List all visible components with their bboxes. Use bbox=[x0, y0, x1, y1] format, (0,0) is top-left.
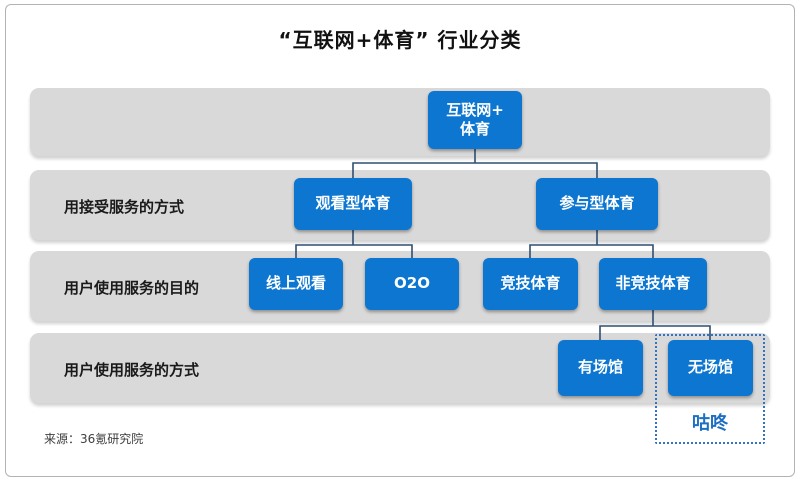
row-label-purpose: 用户使用服务的目的 bbox=[64, 279, 200, 297]
node-o2o: O2O bbox=[365, 258, 459, 310]
source-note: 来源：36氪研究院 bbox=[44, 432, 144, 446]
band-usage-mode-level bbox=[30, 333, 770, 403]
node-internet-plus-sports-line1: 互联网+ bbox=[446, 100, 504, 119]
node-with-venue: 有场馆 bbox=[558, 340, 643, 396]
codoon-callout-box bbox=[655, 334, 765, 444]
node-internet-plus-sports: 互联网+ 体育 bbox=[428, 91, 522, 149]
node-internet-plus-sports-line2: 体育 bbox=[459, 120, 490, 138]
chart-title: “互联网+体育” 行业分类 bbox=[278, 28, 522, 52]
node-noncompetitive-sports: 非竞技体育 bbox=[599, 258, 707, 310]
node-watching-sports: 观看型体育 bbox=[294, 178, 412, 230]
node-online-watching: 线上观看 bbox=[249, 258, 343, 310]
row-label-usage-mode: 用户使用服务的方式 bbox=[64, 361, 200, 379]
node-without-venue: 无场馆 bbox=[668, 340, 753, 396]
node-competitive-sports: 竞技体育 bbox=[483, 258, 578, 310]
band-root-level bbox=[30, 88, 770, 156]
row-label-service-mode: 用接受服务的方式 bbox=[64, 198, 185, 216]
node-participating-sports: 参与型体育 bbox=[536, 178, 658, 230]
codoon-label: 咕咚 bbox=[692, 413, 728, 434]
